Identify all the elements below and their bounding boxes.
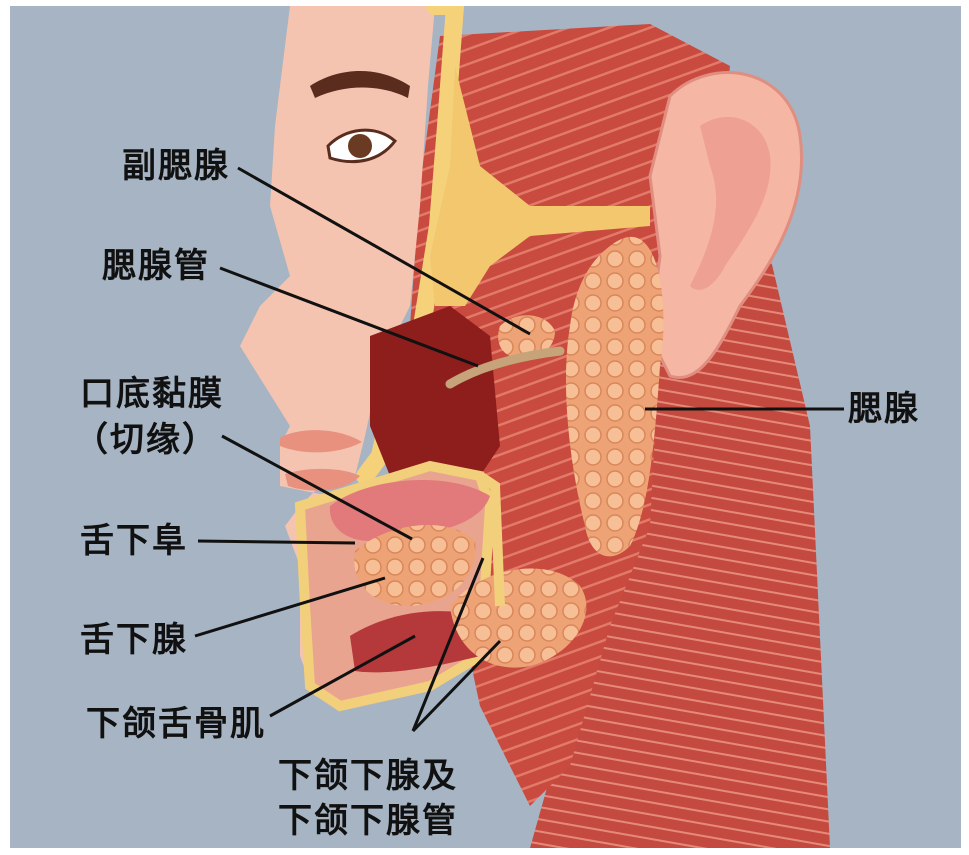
leader-sublingual-caruncle — [198, 541, 355, 543]
label-parotid-duct: 腮腺管 — [102, 246, 210, 286]
label-sublingual-caruncle: 舌下阜 — [80, 521, 188, 561]
illustration-frame: 副腮腺 腮腺管 口底黏膜 （切缘） 舌下阜 舌下腺 下颌舌骨肌 下颌下腺及 下颌… — [10, 6, 961, 848]
label-sublingual-gland: 舌下腺 — [80, 620, 188, 660]
label-accessory-parotid: 副腮腺 — [122, 146, 230, 186]
label-mouth-floor-line2: （切缘） — [74, 420, 218, 460]
label-parotid-gland: 腮腺 — [848, 389, 920, 429]
label-submandibular-line2: 下颌下腺管 — [278, 801, 458, 841]
iris — [348, 134, 372, 158]
label-mouth-floor-line1: 口底黏膜 — [80, 374, 224, 414]
label-mylohyoid: 下颌舌骨肌 — [86, 704, 266, 744]
label-submandibular-line1: 下颌下腺及 — [278, 756, 458, 796]
